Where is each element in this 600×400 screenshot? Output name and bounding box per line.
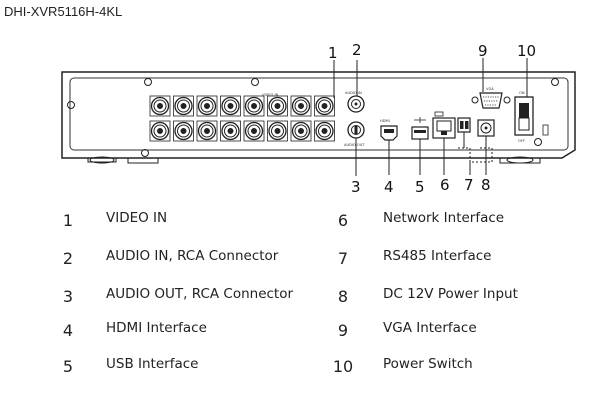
callout-2: 2 bbox=[352, 41, 362, 59]
hdmi-port bbox=[380, 125, 398, 141]
hdmi-panel-label: HDMI bbox=[380, 119, 390, 123]
legend-num-5: 5 bbox=[62, 357, 74, 376]
rear-panel-diagram: VIDEO IN AUDIO IN AUDIO OUT HDMI bbox=[61, 41, 576, 196]
legend-label-10: Power Switch bbox=[383, 356, 473, 372]
callout-1: 1 bbox=[328, 44, 338, 62]
video-in-panel-label: VIDEO IN bbox=[262, 93, 279, 97]
bnc-connector bbox=[290, 95, 312, 117]
bnc-connector bbox=[220, 120, 241, 142]
usb-port bbox=[411, 117, 429, 140]
vga-port bbox=[471, 92, 511, 109]
legend-num-9: 9 bbox=[337, 321, 349, 340]
legend-label-7: RS485 Interface bbox=[383, 248, 492, 264]
bnc-connector bbox=[314, 120, 335, 142]
legend-num-1: 1 bbox=[62, 211, 74, 230]
audio-in-panel-label: AUDIO IN bbox=[345, 91, 362, 95]
legend-label-6: Network Interface bbox=[383, 210, 505, 226]
callout-4: 4 bbox=[384, 178, 394, 196]
bnc-connector bbox=[267, 95, 288, 117]
legend-label-9: VGA Interface bbox=[383, 320, 477, 336]
network-port bbox=[432, 111, 456, 139]
callout-6: 6 bbox=[440, 176, 450, 194]
bnc-connector bbox=[220, 95, 241, 117]
callout-8: 8 bbox=[481, 176, 491, 194]
bnc-connector bbox=[196, 120, 218, 142]
legend-label-8: DC 12V Power Input bbox=[383, 286, 518, 302]
bnc-connector bbox=[243, 95, 265, 117]
bnc-connector bbox=[173, 120, 194, 142]
audio-in-connector bbox=[347, 95, 365, 113]
off-panel-label: OFF bbox=[518, 139, 525, 143]
callout-9: 9 bbox=[478, 42, 488, 60]
legend-label-4: HDMI Interface bbox=[106, 320, 207, 336]
bnc-connector bbox=[243, 120, 265, 142]
audio-out-panel-label: AUDIO OUT bbox=[344, 143, 365, 147]
legend-label-1: VIDEO IN bbox=[106, 210, 168, 226]
legend-num-7: 7 bbox=[337, 249, 349, 268]
rs485-port bbox=[457, 117, 471, 133]
callout-5: 5 bbox=[415, 178, 425, 196]
bnc-connector bbox=[196, 95, 218, 117]
model-title: DHI-XVR5116H-4KL bbox=[4, 4, 123, 19]
legend-num-6: 6 bbox=[337, 211, 349, 230]
legend-label-5: USB Interface bbox=[106, 356, 199, 372]
callout-7: 7 bbox=[464, 176, 474, 194]
bnc-connector bbox=[149, 95, 171, 117]
bnc-connector bbox=[173, 95, 194, 117]
legend-label-2: AUDIO IN, RCA Connector bbox=[106, 248, 279, 264]
bnc-connector bbox=[149, 120, 171, 142]
callout-3: 3 bbox=[351, 178, 361, 196]
legend-label-3: AUDIO OUT, RCA Connector bbox=[106, 286, 294, 302]
bnc-connector bbox=[290, 120, 312, 142]
callout-10: 10 bbox=[517, 42, 536, 60]
legend-num-2: 2 bbox=[62, 249, 74, 268]
vga-panel-label: VGA bbox=[486, 87, 494, 91]
video-in-connectors bbox=[149, 95, 335, 142]
bnc-connector bbox=[314, 95, 335, 117]
dc-power-port bbox=[477, 119, 495, 137]
bnc-connector bbox=[267, 120, 288, 142]
device-body bbox=[61, 71, 576, 164]
legend-num-10: 10 bbox=[332, 357, 354, 376]
legend-num-3: 3 bbox=[62, 287, 74, 306]
on-panel-label: ON bbox=[519, 91, 525, 95]
callout-leaders bbox=[333, 58, 528, 176]
power-switch bbox=[514, 96, 549, 136]
legend-num-8: 8 bbox=[337, 287, 349, 306]
legend-num-4: 4 bbox=[62, 321, 74, 340]
